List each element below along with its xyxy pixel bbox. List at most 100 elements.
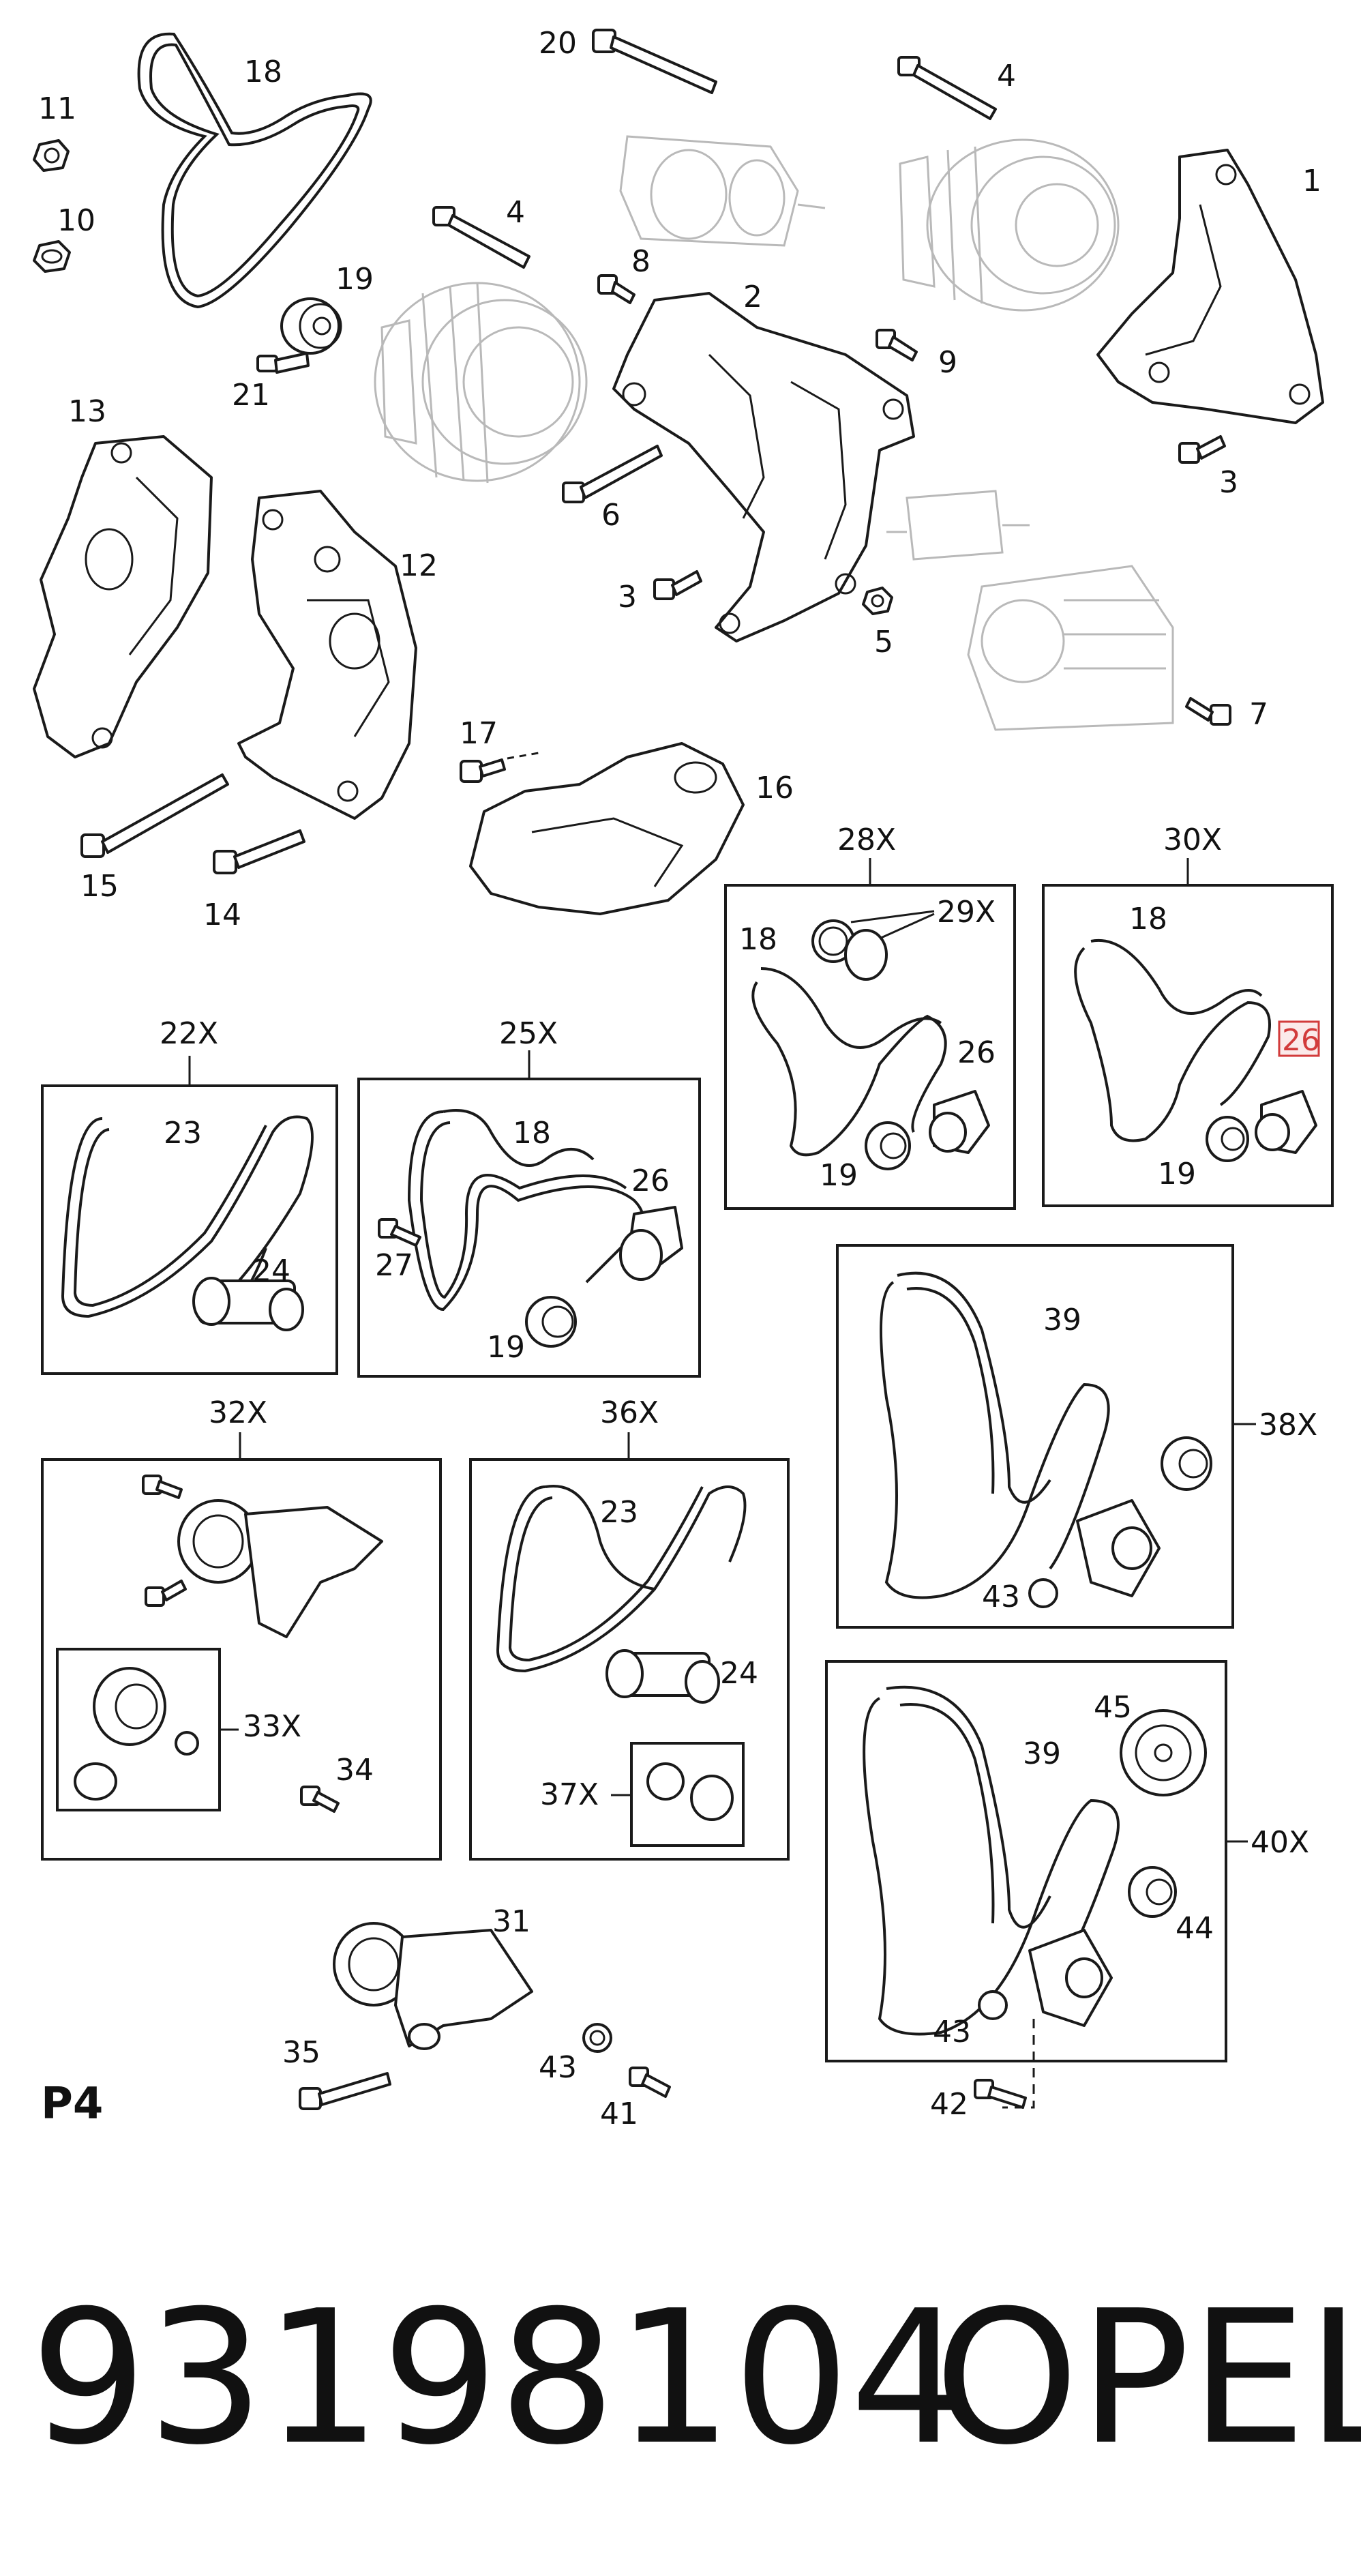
ghost-tensioner-top [619, 135, 826, 247]
page-label: P4 [41, 2079, 103, 2129]
bracket-1 [1096, 149, 1324, 424]
callout-19-kit-25x: 19 [487, 1330, 525, 1365]
bolt-7 [1185, 697, 1231, 726]
callout-7: 7 [1249, 697, 1268, 732]
callout-18-kit-25x: 18 [513, 1116, 551, 1151]
callout-26-kit-30x: 26 [1282, 1023, 1320, 1058]
kit-label-29x: 29X [937, 895, 996, 930]
kit-label-36x: 36X [600, 1395, 659, 1430]
nut-10 [33, 240, 71, 273]
callout-6: 6 [601, 498, 620, 533]
bolt-15 [80, 773, 229, 858]
kit-label-37x: 37X [540, 1777, 599, 1812]
callout-31: 31 [492, 1904, 530, 1939]
callout-45: 45 [1094, 1690, 1132, 1725]
callout-39-kit-40x: 39 [1023, 1736, 1061, 1771]
ghost-alternator-left [374, 282, 588, 484]
brand-name: OPEL [934, 2270, 1361, 2485]
callout-19-kit-30x: 19 [1158, 1157, 1196, 1191]
callout-3: 3 [618, 580, 637, 615]
bolt-3-mid [653, 570, 702, 600]
kit-label-40x: 40X [1251, 1825, 1309, 1860]
kit-40x [825, 1660, 1248, 2109]
part-number: 93198104 [30, 2270, 967, 2485]
bolt-4-top [897, 56, 997, 120]
callout-23-kit-36x: 23 [600, 1495, 638, 1530]
kit-22x [41, 1056, 338, 1375]
washer-43-bottom [582, 2023, 612, 2053]
callout-1: 1 [1302, 164, 1321, 198]
callout-26-kit-25x: 26 [631, 1164, 670, 1198]
bracket-2 [612, 292, 915, 642]
nut-11 [33, 139, 70, 172]
bolt-21 [256, 352, 310, 374]
callout-16: 16 [756, 771, 794, 805]
callout-24-kit-22x: 24 [252, 1254, 290, 1288]
callout-13: 13 [68, 394, 106, 429]
callout-27: 27 [375, 1248, 413, 1283]
callout-2: 2 [743, 280, 762, 314]
kit-38x [836, 1244, 1256, 1629]
callout-15: 15 [80, 869, 119, 904]
kit-28x [724, 858, 1016, 1210]
callout-11: 11 [38, 91, 76, 126]
kit-label-33x: 33X [243, 1709, 301, 1744]
nut-5 [862, 587, 893, 615]
callout-18-kit-30x: 18 [1129, 902, 1167, 936]
callout-9: 9 [938, 345, 957, 380]
bolt-35 [299, 2072, 391, 2110]
callout-26-kit-28x: 26 [957, 1035, 996, 1070]
callout-8: 8 [631, 244, 650, 279]
bolt-14 [213, 829, 305, 874]
bolt-41 [629, 2067, 671, 2098]
callout-35: 35 [282, 2035, 320, 2070]
bolt-20 [592, 29, 717, 94]
kit-labels: 22X 25X 28X 29X 30X 32X 33X 36X 37X 38X … [160, 823, 1317, 1860]
callout-17: 17 [460, 716, 498, 751]
bolt-9 [876, 329, 918, 361]
ghost-starter-right [886, 490, 1174, 731]
callout-23-kit-22x: 23 [164, 1116, 202, 1151]
callout-41: 41 [600, 2097, 638, 2131]
idler-bracket-31 [333, 1922, 533, 2050]
callout-3-right: 3 [1219, 465, 1238, 500]
callout-18-top: 18 [244, 55, 282, 89]
kit-label-22x: 22X [160, 1016, 218, 1051]
kit-label-25x: 25X [499, 1016, 558, 1051]
callout-14: 14 [203, 898, 241, 932]
callout-19-top: 19 [335, 262, 374, 297]
bracket-16 [469, 742, 745, 915]
callout-10: 10 [57, 203, 95, 238]
callout-12: 12 [400, 548, 438, 583]
ghost-alternator-top-right [899, 138, 1120, 312]
callout-39-kit-38x: 39 [1043, 1303, 1081, 1337]
callout-18-kit-28x: 18 [739, 922, 777, 957]
callout-4-left: 4 [506, 195, 525, 230]
bolt-8 [597, 274, 635, 304]
callout-21: 21 [232, 378, 270, 413]
callout-44: 44 [1176, 1911, 1214, 1946]
bracket-12 [237, 490, 417, 820]
idler-pulley-19-top [280, 297, 342, 355]
callout-19-kit-28x: 19 [820, 1158, 858, 1193]
callout-26-highlight-box [1278, 1020, 1320, 1057]
callout-24-kit-36x: 24 [720, 1656, 758, 1691]
callout-34: 34 [335, 1753, 374, 1788]
kit-25x [357, 1050, 701, 1378]
bracket-13 [33, 435, 213, 758]
kit-label-28x: 28X [837, 823, 896, 857]
kit-label-38x: 38X [1259, 1408, 1317, 1442]
belt-18-top [137, 32, 372, 309]
callout-42: 42 [930, 2087, 968, 2122]
bolt-4-left [432, 206, 530, 269]
callout-43-kit-38x: 43 [982, 1580, 1020, 1614]
kit-36x [469, 1432, 790, 1861]
kit-30x [1042, 858, 1334, 1207]
callout-43-kit-40x: 43 [933, 2015, 971, 2049]
callout-43-bottom: 43 [539, 2050, 577, 2085]
bolt-17 [460, 752, 539, 783]
kit-label-32x: 32X [209, 1395, 267, 1430]
bolt-3-right [1178, 435, 1226, 464]
kit-32x [41, 1432, 442, 1861]
callout-20: 20 [539, 26, 577, 61]
